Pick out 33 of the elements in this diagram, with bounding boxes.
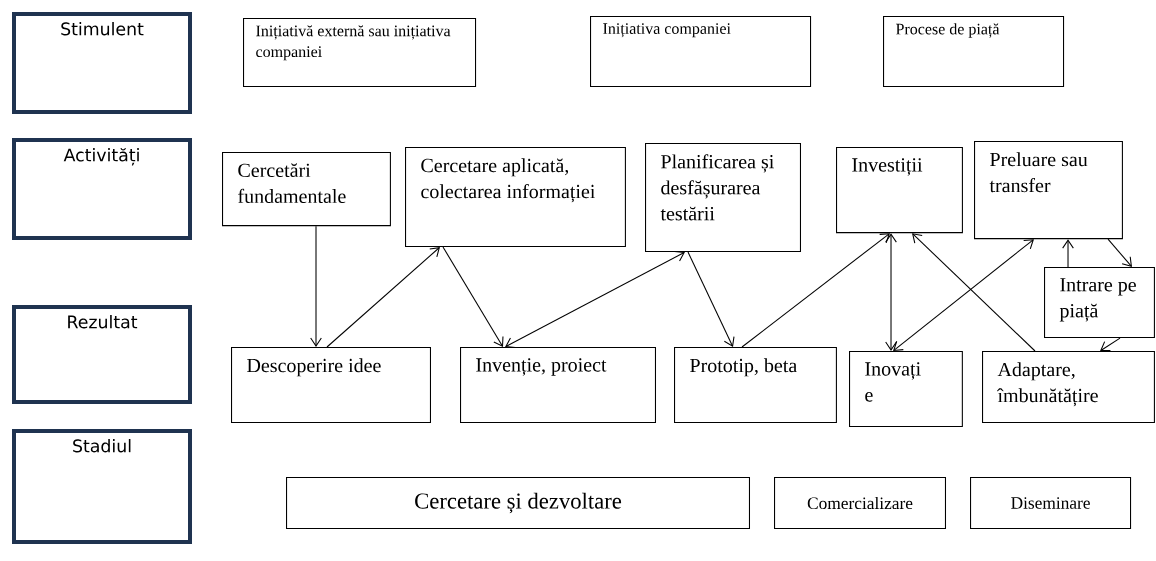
stage-box: Cercetare și dezvoltare	[286, 477, 750, 529]
process-box: Preluare sau transfer	[974, 141, 1123, 240]
process-box: Invenție, proiect	[460, 347, 656, 423]
arrow	[310, 225, 322, 347]
process-box: Cercetare aplicată, colectarea informației	[405, 147, 626, 247]
arrow	[326, 247, 440, 348]
process-box: Prototip, beta	[674, 347, 837, 423]
stimulus-box: Inițiativa companiei	[590, 16, 812, 88]
process-box: Descoperire idee	[231, 347, 431, 423]
row-heading-box: Activități	[12, 138, 192, 240]
arrow	[741, 233, 890, 348]
arrow	[893, 239, 1034, 351]
process-box: Adaptare, îmbunătățire	[982, 351, 1155, 423]
arrow	[505, 251, 685, 349]
process-box: Inovați e	[849, 351, 963, 427]
row-heading-box: Rezultat	[12, 305, 192, 404]
arrow	[1100, 337, 1121, 352]
arrow	[687, 251, 735, 347]
arrow	[1062, 239, 1074, 268]
row-heading-box: Stadiul	[12, 429, 192, 544]
stimulus-box: Inițiativă externă sau inițiativa companiei	[243, 18, 477, 88]
arrow	[442, 246, 504, 347]
process-box: Planificarea și desfășurarea testării	[645, 143, 801, 253]
stimulus-box: Procese de piață	[883, 16, 1065, 88]
process-box: Cercetări fundamentale	[222, 152, 391, 227]
stage-box: Diseminare	[970, 477, 1132, 529]
process-box: Investiții	[836, 147, 963, 234]
arrow	[1107, 238, 1133, 267]
arrow	[912, 233, 1036, 352]
process-box: Intrare pe piață	[1044, 267, 1155, 339]
arrow	[885, 233, 897, 351]
row-heading-box: Stimulent	[12, 12, 192, 114]
stage-box: Comercializare	[774, 477, 946, 529]
